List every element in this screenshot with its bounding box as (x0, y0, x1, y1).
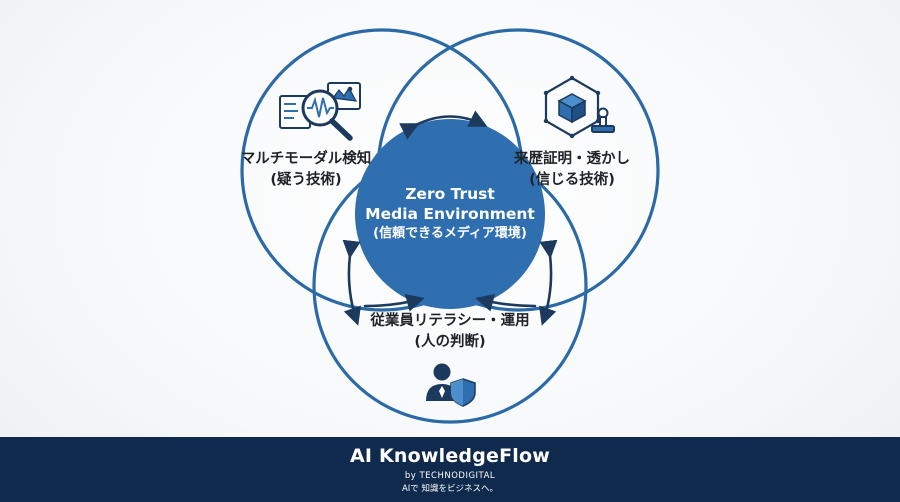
arrow-bottom-right-link (475, 293, 537, 312)
label-left-line2: (疑う技術) (270, 172, 342, 188)
label-right-line2: (信じる技術) (529, 172, 615, 188)
center-label-line3: (信頼できるメディア環境) (373, 226, 527, 241)
center-label-line2: Media Environment (365, 205, 535, 223)
footer-byline: by TECHNODIGITAL (404, 471, 496, 481)
label-employee-literacy: 従業員リテラシー・運用 (人の判断) (336, 311, 564, 353)
footer-banner: AI KnowledgeFlow by TECHNODIGITAL AIで 知識… (0, 437, 900, 502)
arrow-bottom-left-link (363, 293, 425, 312)
label-provenance-watermark: 来歴証明・透かし (信じる技術) (497, 149, 647, 191)
footer-brand: AI KnowledgeFlow (349, 445, 551, 467)
label-right-line1: 来歴証明・透かし (514, 151, 630, 167)
venn-diagram: マルチモーダル検知 (疑う技術) 来歴証明・透かし (信じる技術) 従業員リテラ… (226, 28, 660, 424)
label-left-line1: マルチモーダル検知 (240, 151, 372, 167)
cube-stamp-icon (543, 75, 615, 139)
person-shield-icon (426, 363, 476, 407)
footer-tagline: AIで 知識をビジネスへ。 (401, 484, 499, 494)
magnifier-waveform-icon (279, 82, 361, 141)
venn-diagram-graphic (240, 28, 660, 424)
arrow-left (342, 239, 361, 326)
arrow-top (399, 110, 488, 140)
center-label: Zero Trust Media Environment (信頼できるメディア環… (355, 184, 545, 244)
arrow-right (539, 239, 558, 326)
center-circle (355, 119, 545, 309)
center-label-line1: Zero Trust (405, 185, 495, 203)
label-bottom-line2: (人の判断) (414, 334, 486, 350)
label-bottom-line1: 従業員リテラシー・運用 (370, 313, 530, 329)
label-multimodal-detection: マルチモーダル検知 (疑う技術) (226, 149, 386, 191)
